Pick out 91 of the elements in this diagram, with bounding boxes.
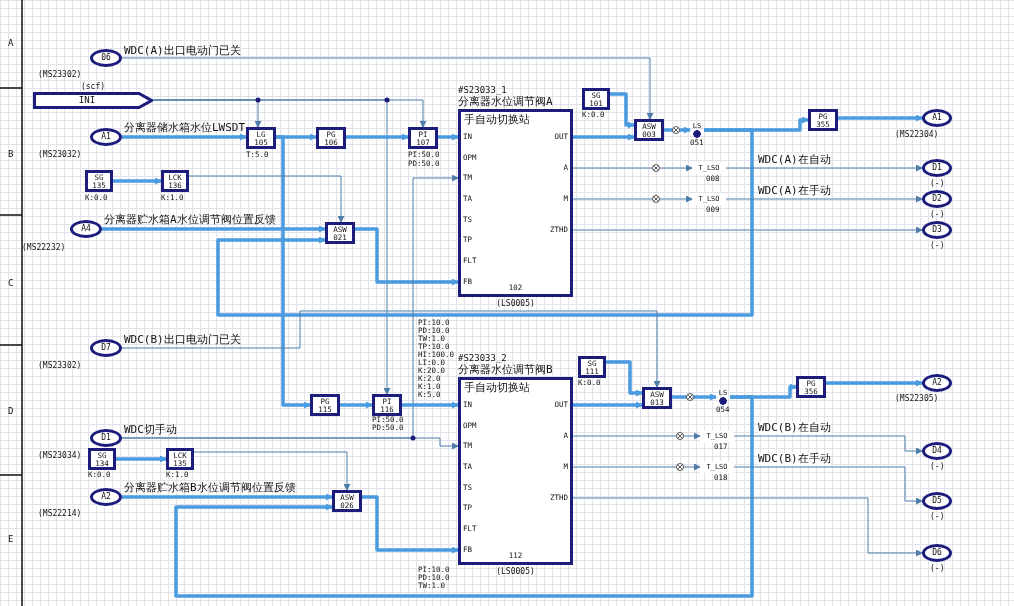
signal-tag: (MS22305) bbox=[895, 394, 939, 404]
terminal-oval: D7 bbox=[90, 339, 122, 357]
edge-label: WDC(B)在手动 bbox=[758, 453, 831, 465]
block-heading: 分离器水位调节阀A bbox=[458, 96, 553, 108]
block-title: 手自动切换站 bbox=[464, 114, 530, 126]
signal-label: WDC(B)出口电动门已关 bbox=[124, 334, 241, 346]
signal-tag: (scf) bbox=[33, 82, 153, 92]
signal-line bbox=[346, 133, 409, 141]
signal-line bbox=[152, 99, 391, 395]
signal-line bbox=[340, 401, 373, 409]
signal-line bbox=[122, 133, 247, 141]
signal-line bbox=[121, 57, 654, 120]
signal-line bbox=[193, 451, 351, 491]
signal-line bbox=[438, 133, 459, 141]
signal-line bbox=[116, 455, 167, 463]
signal-tag: (-) bbox=[930, 210, 945, 220]
block-tag: (LS0005) bbox=[458, 567, 573, 576]
signal-label: WDC(A)出口电动门已关 bbox=[124, 45, 241, 57]
row-letter: C bbox=[8, 278, 14, 288]
signal-line bbox=[573, 401, 643, 409]
signal-label: WDC切手动 bbox=[124, 424, 177, 436]
edge-label: WDC(B)在自动 bbox=[758, 422, 831, 434]
signal-line bbox=[572, 226, 923, 234]
terminal-oval: A1 bbox=[922, 109, 952, 127]
block-heading: 分离器水位调节阀B bbox=[458, 364, 553, 376]
signal-line bbox=[838, 114, 923, 122]
row-letter: D bbox=[8, 406, 14, 416]
signal-label: 分离器储水箱水位LWSDT bbox=[124, 122, 246, 134]
signal-line bbox=[725, 164, 923, 172]
terminal-oval: A4 bbox=[70, 220, 102, 238]
signal-line bbox=[573, 133, 635, 141]
signal-line bbox=[572, 432, 701, 440]
signal-line bbox=[572, 463, 701, 471]
signal-tag: (-) bbox=[930, 512, 945, 522]
signal-line bbox=[188, 175, 345, 223]
signal-tag: (-) bbox=[930, 462, 945, 472]
signal-tag: (MS22214) bbox=[38, 509, 82, 519]
block-title: 手自动切换站 bbox=[464, 382, 530, 394]
signal-label: 分离器贮水箱A水位调节阀位置反馈 bbox=[104, 214, 276, 226]
signal-line bbox=[402, 401, 459, 409]
signal-line bbox=[174, 395, 754, 598]
block-heading: #S23033_1 bbox=[458, 85, 507, 95]
terminal-oval: D4 bbox=[922, 442, 952, 460]
signal-line bbox=[725, 195, 923, 203]
terminal-oval: A2 bbox=[90, 488, 122, 506]
signal-line bbox=[572, 164, 693, 172]
terminal-oval: D1 bbox=[922, 159, 952, 177]
signal-tag: (MS22232) bbox=[22, 243, 66, 253]
signal-tag: (MS23032) bbox=[38, 150, 82, 160]
signal-line bbox=[276, 135, 311, 409]
signal-line bbox=[664, 126, 691, 134]
signal-line bbox=[121, 310, 661, 388]
signal-label: 分离器贮水箱B水位调节阀位置反馈 bbox=[124, 482, 296, 494]
signal-tag: (-) bbox=[930, 564, 945, 574]
signal-line bbox=[121, 437, 459, 450]
signal-tag: (MS23302) bbox=[38, 70, 82, 80]
block-heading: #S23033_2 bbox=[458, 353, 507, 363]
signal-line bbox=[610, 92, 635, 129]
row-letter: A bbox=[8, 38, 14, 48]
terminal-oval: D5 bbox=[922, 492, 952, 510]
terminal-oval: A2 bbox=[922, 374, 952, 392]
signal-line bbox=[572, 497, 923, 557]
terminal-oval: D2 bbox=[922, 190, 952, 208]
signal-line bbox=[102, 225, 326, 233]
terminal-oval: D3 bbox=[922, 221, 952, 239]
edge-label: WDC(A)在手动 bbox=[758, 185, 831, 197]
block-tag: (LS0005) bbox=[458, 299, 573, 308]
input-terminal: INI bbox=[33, 92, 153, 109]
signal-line bbox=[733, 466, 923, 505]
signal-tag: (-) bbox=[930, 179, 945, 189]
terminal-oval: 06 bbox=[90, 49, 122, 67]
signal-line bbox=[355, 227, 459, 286]
signal-tag: (MS23034) bbox=[38, 451, 82, 461]
signal-line bbox=[113, 177, 162, 185]
signal-line bbox=[122, 493, 333, 501]
signal-tag: (MS23302) bbox=[38, 361, 82, 371]
edge-label: WDC(A)在自动 bbox=[758, 154, 831, 166]
terminal-oval: D6 bbox=[922, 544, 952, 562]
signal-line bbox=[672, 393, 717, 401]
signal-line bbox=[606, 360, 643, 397]
signal-line bbox=[216, 128, 754, 317]
signal-tag: (-) bbox=[930, 241, 945, 251]
signal-line bbox=[733, 435, 923, 455]
signal-tag: (MS22304) bbox=[895, 130, 939, 140]
terminal-oval: A1 bbox=[90, 128, 122, 146]
signal-line bbox=[362, 495, 459, 554]
signal-line bbox=[826, 379, 923, 387]
row-letter: B bbox=[8, 149, 14, 159]
row-letter: E bbox=[8, 534, 14, 544]
signal-line bbox=[572, 195, 693, 203]
terminal-oval: D1 bbox=[90, 429, 122, 447]
